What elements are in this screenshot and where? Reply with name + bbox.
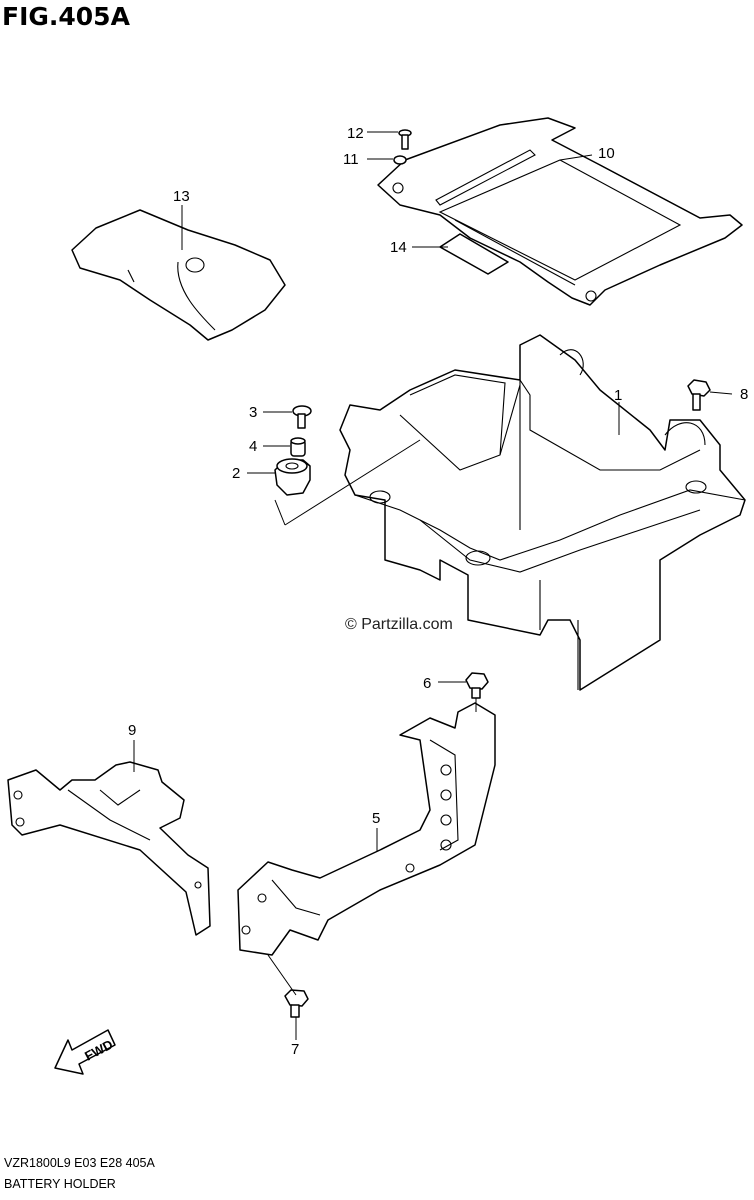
callout-8[interactable]: 8 (740, 386, 748, 403)
part-11-nut[interactable] (393, 155, 407, 165)
callout-3[interactable]: 3 (249, 404, 257, 421)
part-3-screw[interactable] (292, 405, 312, 429)
callout-14[interactable]: 14 (390, 239, 407, 256)
part-13-cushion[interactable] (71, 209, 286, 341)
part-2-cushion[interactable] (274, 458, 311, 496)
callout-5[interactable]: 5 (372, 810, 380, 827)
callout-7[interactable]: 7 (291, 1041, 299, 1058)
part-8-bolt[interactable] (687, 379, 711, 411)
part-7-bolt[interactable] (284, 989, 309, 1018)
copyright-notice: © Partzilla.com (345, 616, 453, 633)
callout-6[interactable]: 6 (423, 675, 431, 692)
figure-title: FIG.405A (2, 2, 130, 31)
callout-13[interactable]: 13 (173, 188, 190, 205)
callout-labels: 12 11 10 14 13 1 8 3 4 2 6 5 9 7 (128, 125, 748, 1058)
callout-1[interactable]: 1 (614, 387, 622, 404)
part-9-clamp[interactable] (7, 761, 211, 936)
callout-4[interactable]: 4 (249, 438, 257, 455)
part-14-pad[interactable] (439, 233, 509, 275)
part-1-battery-holder[interactable] (339, 334, 746, 691)
fwd-arrow-icon: FWD (54, 1029, 116, 1075)
fwd-label: FWD (82, 1037, 115, 1064)
part-12-screw[interactable] (398, 129, 412, 150)
callout-2[interactable]: 2 (232, 465, 240, 482)
callout-11[interactable]: 11 (343, 151, 359, 168)
part-10-battery-cover[interactable] (377, 117, 743, 306)
callout-12[interactable]: 12 (347, 125, 364, 142)
part-6-bolt[interactable] (465, 672, 489, 699)
callout-9[interactable]: 9 (128, 722, 136, 739)
part-4-collar[interactable] (290, 437, 306, 457)
leader-lines (133, 131, 733, 1040)
callout-10[interactable]: 10 (598, 145, 615, 162)
figure-name: BATTERY HOLDER (4, 1177, 116, 1191)
figure-code: VZR1800L9 E03 E28 405A (4, 1156, 155, 1170)
part-5-bracket[interactable] (237, 702, 496, 956)
